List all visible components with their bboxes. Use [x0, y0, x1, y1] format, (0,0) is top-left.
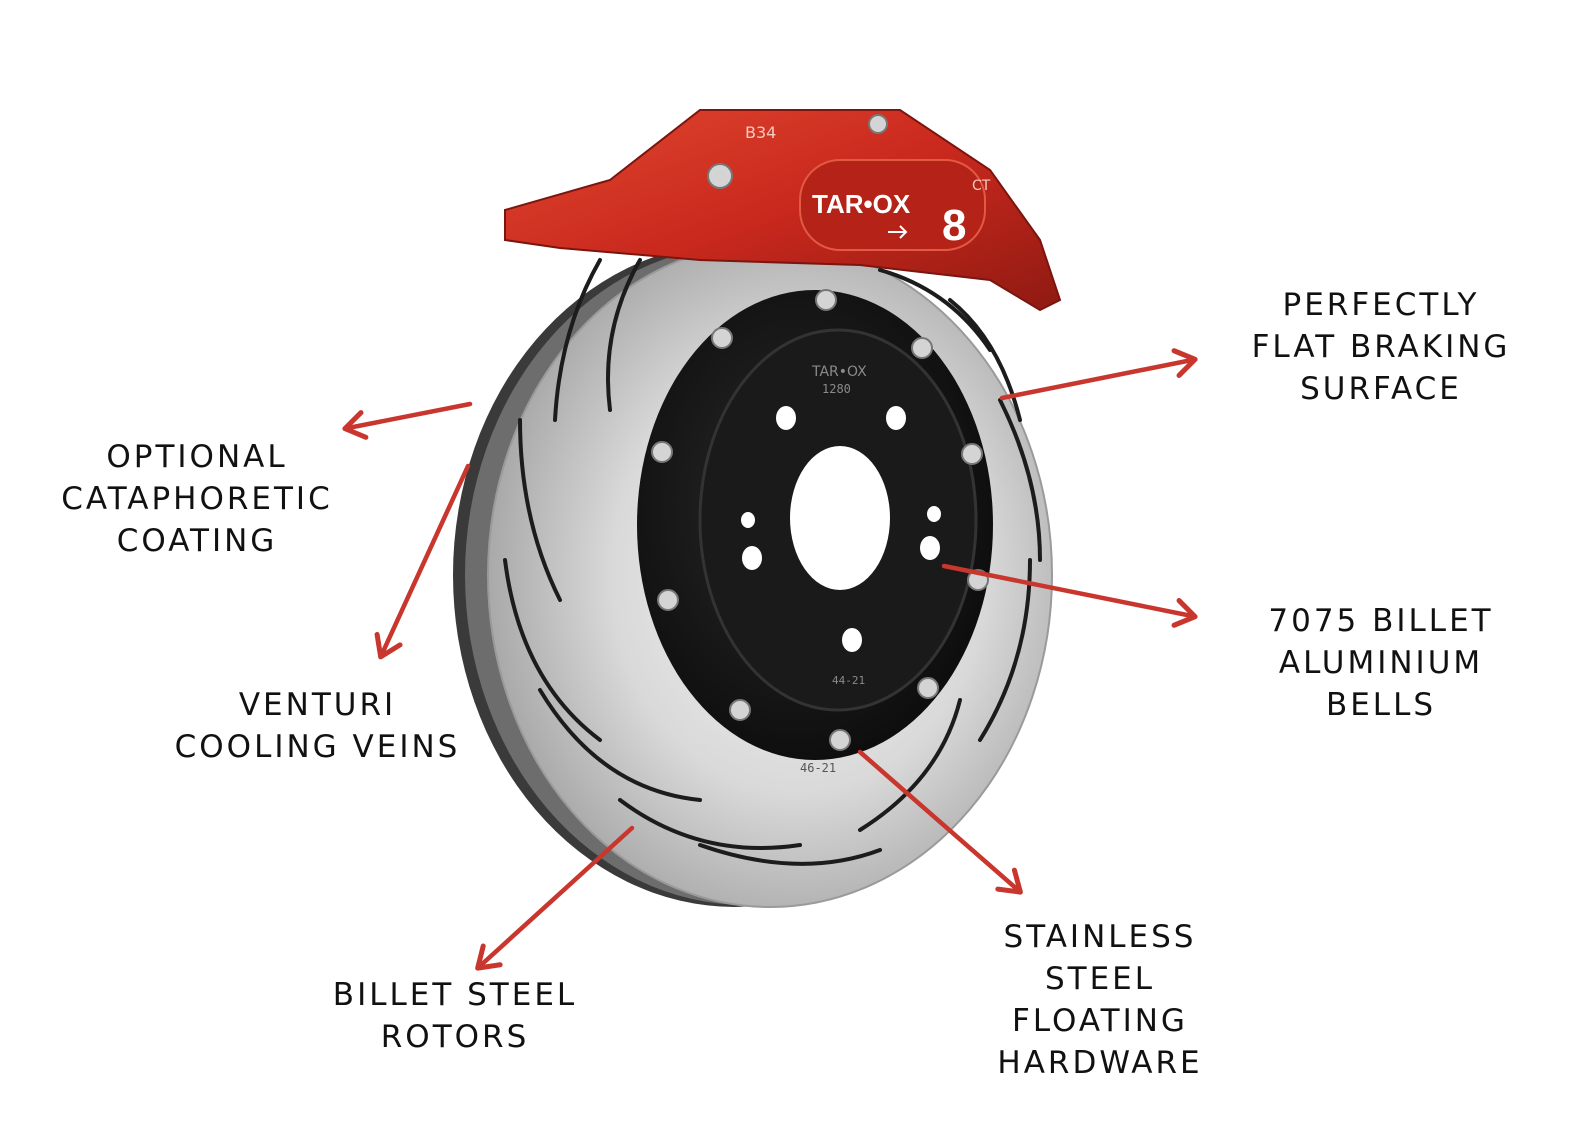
arrow-floating-hardware [857, 749, 1023, 895]
label-7075-billet-aluminium-bells: 7075 BILLET ALUMINIUM BELLS [1268, 603, 1494, 723]
label-perfectly-flat-braking-surface: PERFECTLY FLAT BRAKING SURFACE [1251, 287, 1511, 407]
label-optional-cataphoretic-coating: OPTIONAL CATAPHORETIC COATING [61, 439, 333, 559]
label-billet-steel-rotors: BILLET STEEL ROTORS [332, 977, 578, 1055]
caliper-bleed-nipple [707, 163, 733, 189]
caliper-stamp-left: B34 [745, 123, 776, 142]
bell-stamp-lower: 44-21 [832, 674, 865, 687]
arrow-flat-braking-surface [999, 348, 1198, 401]
caliper-logo: TAR•OX [812, 189, 911, 219]
bell-code: 1280 [822, 382, 851, 396]
arrow-venturi-cooling [374, 463, 471, 660]
caliper-bolt [868, 114, 888, 134]
rotation-arrow-icon [888, 225, 908, 239]
caliper-stamp-ct: CT [972, 178, 991, 194]
arrow-cataphoretic-coating [342, 401, 473, 440]
aluminium-bell: TAR•OX 1280 44-21 46-21 [637, 289, 993, 775]
arrow-billet-rotors [475, 825, 635, 971]
label-venturi-cooling-veins: VENTURI COOLING VEINS [174, 687, 461, 765]
arrow-billet-bells [941, 563, 1198, 628]
rotor-stamp: 46-21 [800, 761, 836, 775]
label-stainless-steel-floating-hardware: STAINLESS STEEL FLOATING HARDWARE [997, 919, 1203, 1081]
bell-logo: TAR•OX [811, 364, 867, 380]
caliper: TAR•OX 8 B34 CT [504, 109, 1062, 312]
caliper-piston-count: 8 [942, 201, 966, 250]
